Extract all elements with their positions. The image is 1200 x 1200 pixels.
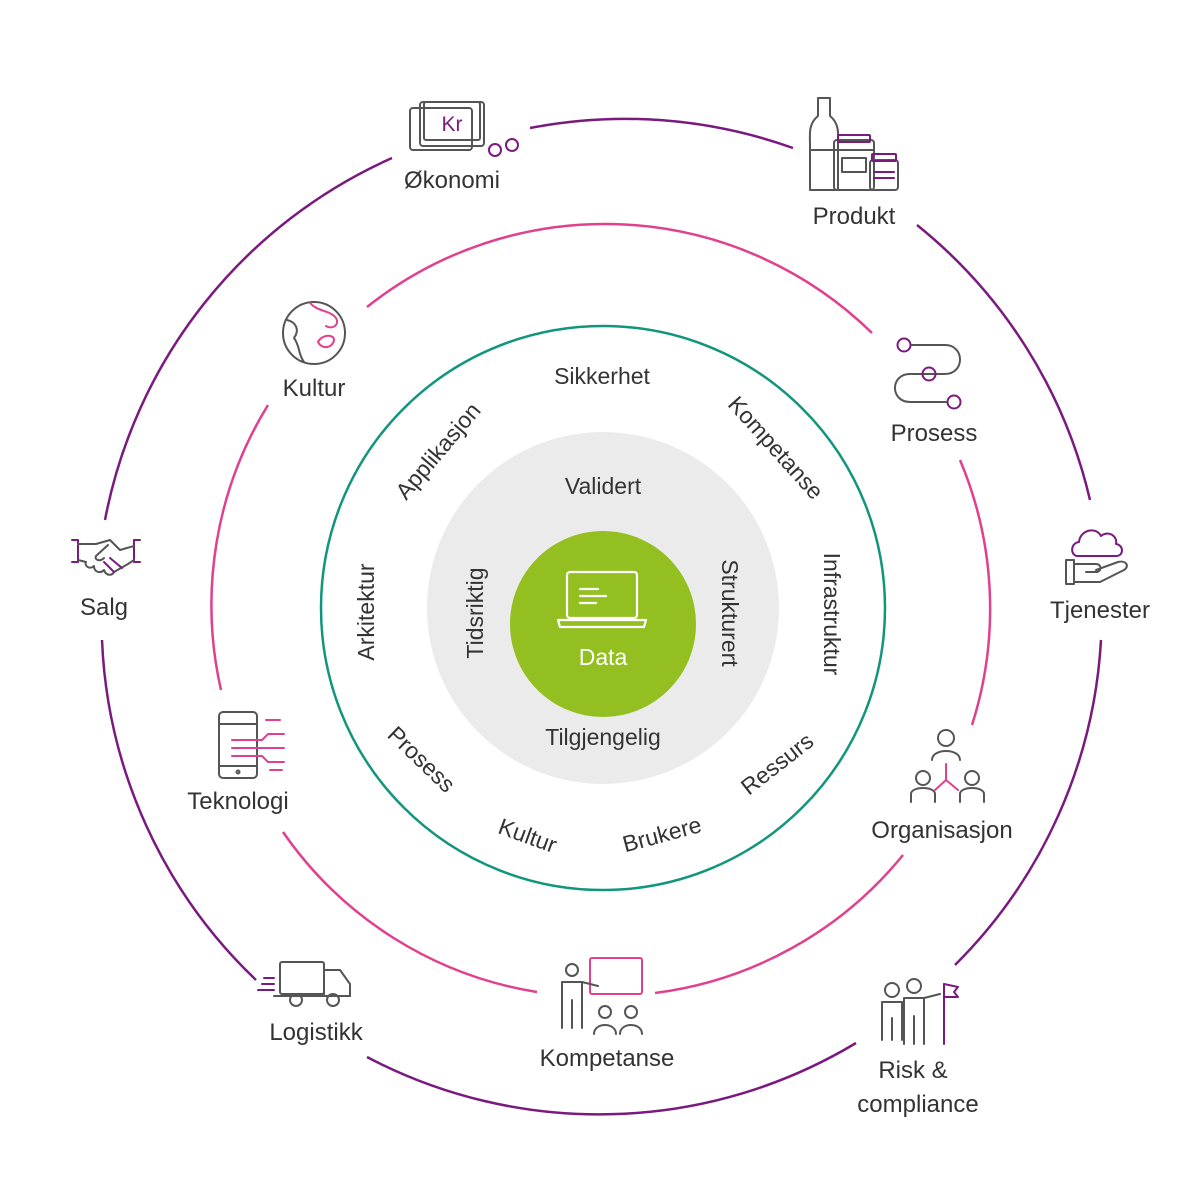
inner-label-infrastruktur: Infrastruktur: [819, 553, 845, 676]
outer-ring-arc-risk-logistikk: [366, 1041, 857, 1116]
inner-label-arkitektur: Arkitektur: [353, 563, 379, 660]
outer-label-tjenester: Tjenester: [1050, 597, 1150, 624]
outer-ring-arc-logistikk-salg: [100, 639, 257, 981]
outer-ring-arc-salg-okonomi: [103, 156, 393, 521]
core-label: Data: [579, 644, 628, 670]
outer-ring-arc-okonomi-produkt: [529, 117, 794, 150]
middle-ring: [210, 222, 992, 995]
laptop-icon: [556, 570, 648, 629]
products-icon: [808, 97, 899, 191]
middle-label-kompetanse: Kompetanse: [540, 1045, 675, 1072]
outer-ring: [100, 117, 1103, 1116]
middle-ring-arc-kompetanse-teknologi: [281, 831, 538, 994]
inner-label-brukere: Brukere: [620, 811, 705, 857]
middle-label-prosess: Prosess: [891, 420, 978, 447]
outer-label-produkt: Produkt: [813, 203, 896, 230]
outer-label-okonomi: Økonomi: [404, 167, 500, 194]
inner-label-applikasjon: Applikasjon: [390, 397, 486, 504]
process-path-icon: [894, 337, 962, 410]
org-chart-icon: [910, 729, 985, 803]
inner-label-sikkerhet: Sikkerhet: [554, 363, 650, 389]
middle-label-organisasjon: Organisasjon: [871, 817, 1012, 844]
presentation-icon: [561, 957, 643, 1035]
quality-label-bottom: Tilgjengelig: [545, 724, 661, 750]
inner-label-kompetanse: Kompetanse: [723, 391, 829, 504]
handshake-icon: [71, 539, 141, 576]
inner-label-prosess: Prosess: [383, 721, 461, 797]
quality-label-top: Validert: [565, 473, 642, 499]
middle-ring-arc-teknologi-kultur: [210, 404, 270, 691]
outer-label-salg: Salg: [80, 594, 128, 621]
inner-label-kultur: Kultur: [495, 813, 561, 858]
inner-ring: [319, 324, 887, 892]
quality-label-left: Tidsriktig: [462, 567, 488, 658]
middle-ring-arc-organisasjon-kompetanse: [654, 854, 904, 995]
middle-label-kultur: Kultur: [283, 375, 346, 402]
outer-label-risk-line2: compliance: [857, 1091, 978, 1118]
outer-ring-arc-produkt-tjenester: [916, 224, 1092, 501]
people-flag-icon: [881, 978, 959, 1045]
middle-ring-arc-prosess-organisasjon: [958, 459, 992, 726]
middle-ring-arc-kultur-prosess: [366, 222, 873, 334]
globe-icon: [282, 301, 346, 365]
data-core: [510, 531, 696, 717]
smartphone-icon: [218, 711, 285, 779]
outer-ring-arc-tjenester-risk: [954, 639, 1103, 966]
truck-icon: [257, 961, 351, 1007]
outer-label-logistikk: Logistikk: [269, 1019, 363, 1046]
currency-kr-text: Kr: [442, 113, 463, 136]
quality-label-right: Strukturert: [717, 559, 743, 667]
inner-label-ressurs: Ressurs: [736, 727, 818, 799]
cloud-hand-icon: [1065, 529, 1128, 585]
currency-kr-icon: Kr: [409, 101, 519, 157]
outer-label-risk-line1: Risk &: [878, 1057, 947, 1084]
middle-label-teknologi: Teknologi: [187, 788, 288, 815]
